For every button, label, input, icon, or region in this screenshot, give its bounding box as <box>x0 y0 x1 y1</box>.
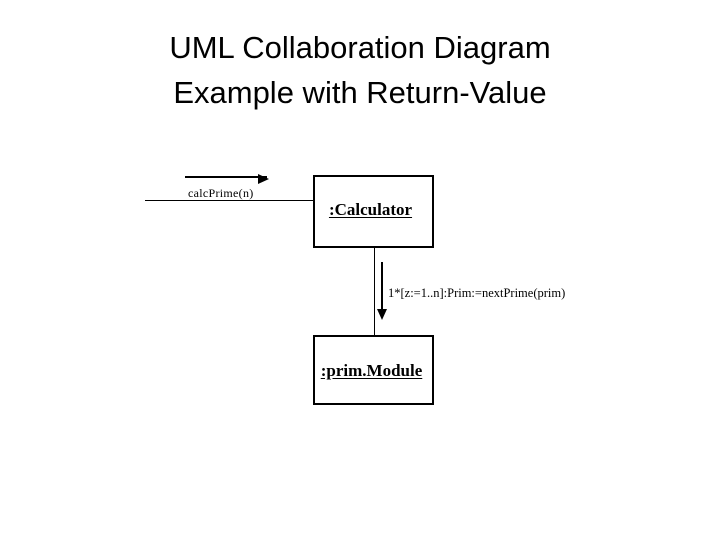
object-box-primmodule[interactable]: :prim.Module <box>313 335 434 405</box>
page-title-line-2: Example with Return-Value <box>173 75 547 110</box>
object-box-calculator[interactable]: :Calculator <box>313 175 434 248</box>
page-title: UML Collaboration Diagram Example with R… <box>0 25 720 115</box>
message-arrow-return-icon <box>377 262 387 320</box>
message-label-calcprime: calcPrime(n) <box>188 186 254 200</box>
link-line-calculator-to-primmodule <box>374 247 375 336</box>
message-label-return: 1*[z:=1..n]:Prim:=nextPrime(prim) <box>388 286 566 300</box>
page-title-line-1: UML Collaboration Diagram <box>169 30 551 65</box>
link-line-actor-to-calculator <box>145 200 315 201</box>
object-name-calculator: :Calculator <box>328 199 413 219</box>
object-name-primmodule: :prim.Module <box>320 361 423 380</box>
message-arrow-calcprime-icon <box>185 174 269 184</box>
